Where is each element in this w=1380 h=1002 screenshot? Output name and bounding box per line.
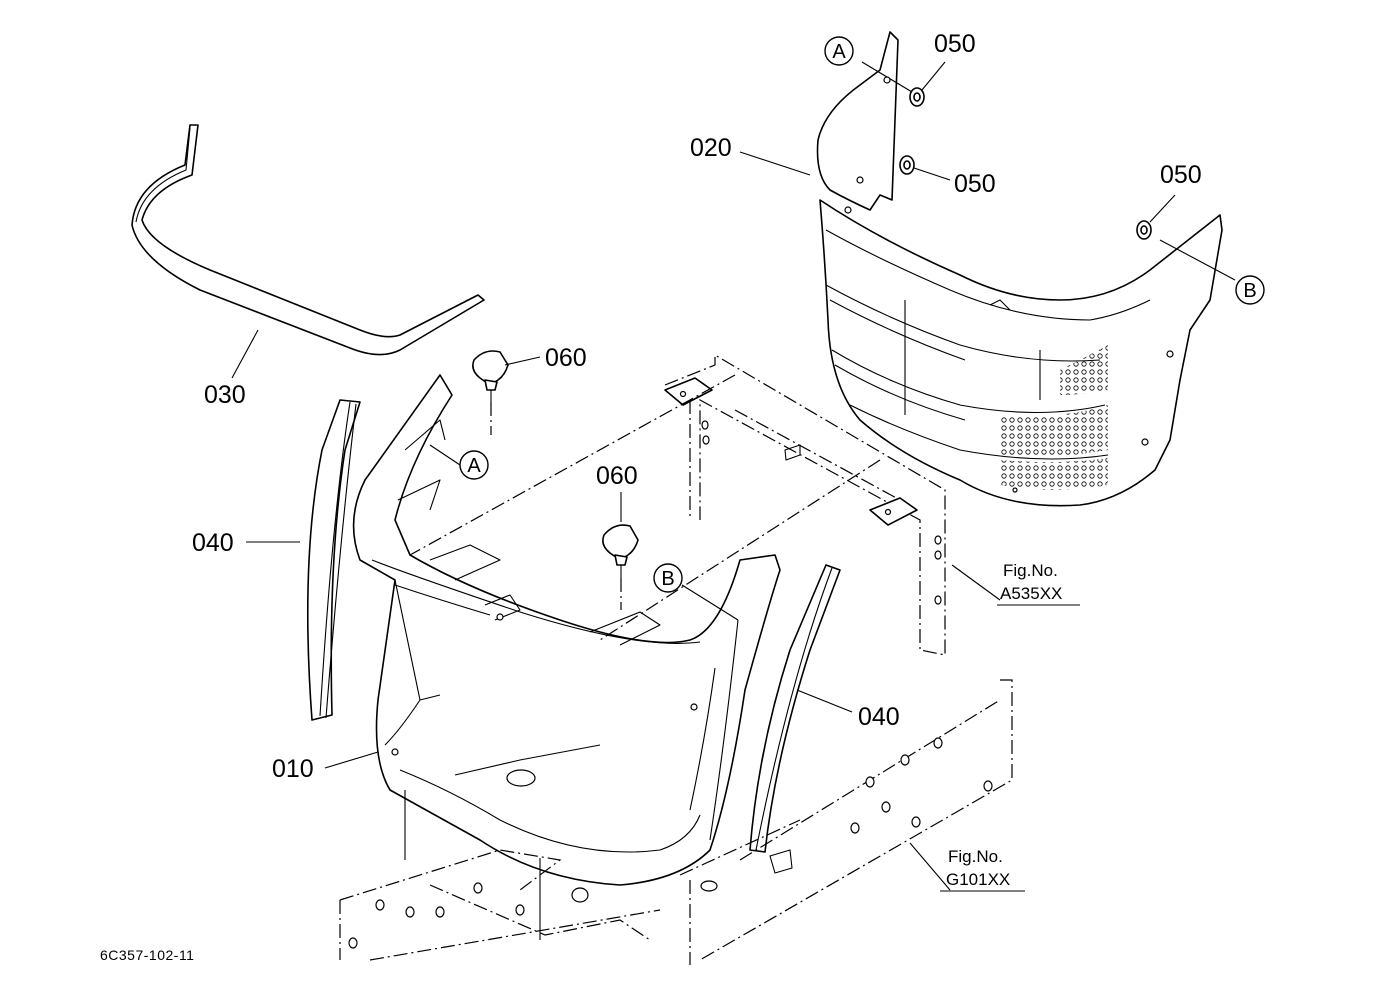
trim-strip-040-right[interactable]: [749, 564, 853, 853]
svg-text:A: A: [832, 41, 846, 63]
label-030: 030: [204, 381, 246, 409]
front-panel-010[interactable]: [324, 374, 781, 940]
diagram-code: 6C357-102-11: [100, 947, 194, 963]
label-060-lower: 060: [596, 462, 638, 490]
callout-a-top: A: [824, 36, 854, 66]
label-040-left: 040: [192, 529, 234, 557]
svg-text:B: B: [1243, 280, 1256, 302]
label-050-top: 050: [934, 30, 976, 58]
knob-060-lower[interactable]: [602, 492, 639, 610]
svg-text:G101XX: G101XX: [946, 870, 1010, 889]
label-040-right: 040: [858, 703, 900, 731]
svg-text:A535XX: A535XX: [1000, 584, 1062, 603]
frame-g101xx[interactable]: [339, 679, 1013, 965]
trim-strip-040-left[interactable]: [246, 399, 361, 721]
grommet-050-right[interactable]: [1136, 194, 1176, 240]
callout-b-right: B: [1235, 275, 1265, 305]
grommet-050-top[interactable]: [909, 61, 946, 107]
label-010: 010: [272, 755, 314, 783]
label-050-middle: 050: [954, 170, 996, 198]
label-060-upper: 060: [545, 344, 587, 372]
figure-ref-g101xx[interactable]: Fig.No. G101XX: [940, 847, 1025, 892]
grommet-050-middle[interactable]: [899, 155, 951, 181]
svg-text:Fig.No.: Fig.No.: [1003, 561, 1058, 580]
callout-a-left: A: [429, 444, 489, 480]
svg-text:Fig.No.: Fig.No.: [948, 847, 1003, 866]
svg-text:B: B: [661, 568, 674, 590]
rear-cover-020[interactable]: [739, 31, 1236, 507]
callout-b-mid: B: [653, 563, 739, 621]
grille-perforations: [1000, 345, 1108, 490]
figure-ref-a535xx[interactable]: Fig.No. A535XX: [997, 561, 1080, 606]
knob-060-upper[interactable]: [472, 350, 541, 435]
label-020: 020: [690, 134, 732, 162]
seal-strip-030[interactable]: [131, 124, 485, 379]
label-050-right: 050: [1160, 161, 1202, 189]
svg-text:A: A: [467, 455, 481, 477]
bracket-a535xx[interactable]: [409, 353, 1001, 656]
